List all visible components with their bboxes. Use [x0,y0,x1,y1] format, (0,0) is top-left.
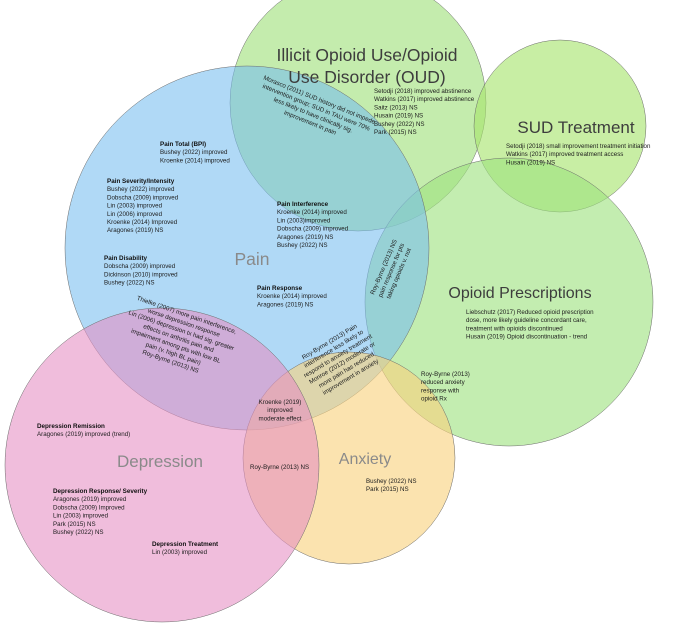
study-line: Lin (2003) improved [152,549,208,556]
study-line: treatment with opioids discontinued [466,325,563,332]
pain-title: Pain [234,249,269,269]
block-heading: Pain Response [257,285,303,292]
study-line: Aragones (2019) improved (trend) [37,431,130,438]
sud-studies-block: Setodji (2018) small improvement treatme… [506,143,651,166]
study-line: moderate effect [259,415,302,422]
study-line: Dobscha (2009) improved [277,226,349,233]
study-line: Kroenke (2014) improved [257,293,327,300]
study-line: Bushey (2022) improved [160,149,228,156]
study-line: Kroenke (2014) improved [277,209,347,216]
depression-anxiety-overlap: Roy-Byrne (2013) NS [250,464,309,471]
study-line: Bushey (2022) NS [277,242,328,249]
depression-title: Depression [117,452,203,471]
study-line: Dobscha (2009) improved [107,194,179,201]
illicit-studies-block: Setodji (2018) improved abstinenceWatkin… [374,88,475,136]
study-line: Kroenke (2014) Improved [107,219,178,226]
block-heading: Pain Disability [104,255,148,262]
study-line: Lin (2003) improved [53,513,109,520]
block-heading: Pain Severity/Intensity [107,178,175,185]
study-line: Husain (2019) Opioid discontinuation - t… [466,334,588,341]
study-line: Husain (2019) NS [506,159,555,166]
illicit-title: Illicit Opioid Use/Opioid [277,45,458,65]
study-line: Lin (2006) improved [107,211,163,218]
study-line: Liebschutz (2017) Reduced opioid prescri… [466,309,594,316]
study-line: Setodji (2018) improved abstinence [374,88,472,95]
study-line: Watkins (2017) improved treatment access [506,151,623,158]
study-line: Setodji (2018) small improvement treatme… [506,143,651,150]
study-line: Dobscha (2009) improved [104,263,176,270]
block-heading: Pain Interference [277,201,329,208]
opioid-title: Opioid Prescriptions [448,285,591,302]
block-heading: Depression Remission [37,423,105,430]
study-line: Park (2015) NS [374,129,417,136]
study-line: Bushey (2022) NS [53,529,104,536]
study-line: response with [421,387,460,394]
opioid-studies-block: Liebschutz (2017) Reduced opioid prescri… [466,309,594,341]
study-line: reduced anxiety [421,379,466,386]
illicit-title-line2: Use Disorder (OUD) [288,67,446,87]
anxiety-title: Anxiety [339,451,391,468]
study-line: Bushey (2022) NS [374,121,425,128]
study-line: Dobscha (2009) Improved [53,504,125,511]
study-line: Saitz (2013) NS [374,104,418,111]
circle-depression [4,307,320,623]
opioid-anxiety-overlap: Roy-Byrne (2013)reduced anxietyresponse … [421,371,470,403]
sud-title: SUD Treatment [517,118,634,137]
study-line: Aragones (2019) improved [53,496,127,503]
study-line: Roy-Byrne (2013) NS [250,464,309,471]
study-line: Husain (2019) NS [374,113,423,120]
study-line: Kroenke (2014) improved [160,157,230,164]
study-line: Bushey (2022) NS [366,478,417,485]
study-line: Kroenke (2019) [259,399,302,406]
pain-total-block: Pain Total (BPI)Bushey (2022) improvedKr… [160,141,230,164]
block-heading: Depression Treatment [152,541,219,548]
study-line: improved [267,407,293,414]
study-line: Bushey (2022) NS [104,280,155,287]
study-line: Bushey (2022) improved [107,186,175,193]
study-line: Aragones (2019) NS [107,227,163,234]
study-line: Park (2015) NS [53,521,96,528]
block-heading: Pain Total (BPI) [160,141,206,148]
study-line: Aragones (2019) NS [277,234,333,241]
study-line: Dickinson (2010) improved [104,271,178,278]
study-line: Lin (2003)improved [277,217,331,224]
study-line: opioid Rx [421,396,448,403]
study-line: Watkins (2017) improved abstinence [374,96,475,103]
block-heading: Depression Response/ Severity [53,488,148,495]
study-line: Roy-Byrne (2013) [421,371,470,378]
study-line: dose, more likely guideline concordant c… [466,317,587,324]
study-line: Lin (2003) improved [107,203,163,210]
study-line: Park (2015) NS [366,486,409,493]
study-line: Aragones (2019) NS [257,301,313,308]
